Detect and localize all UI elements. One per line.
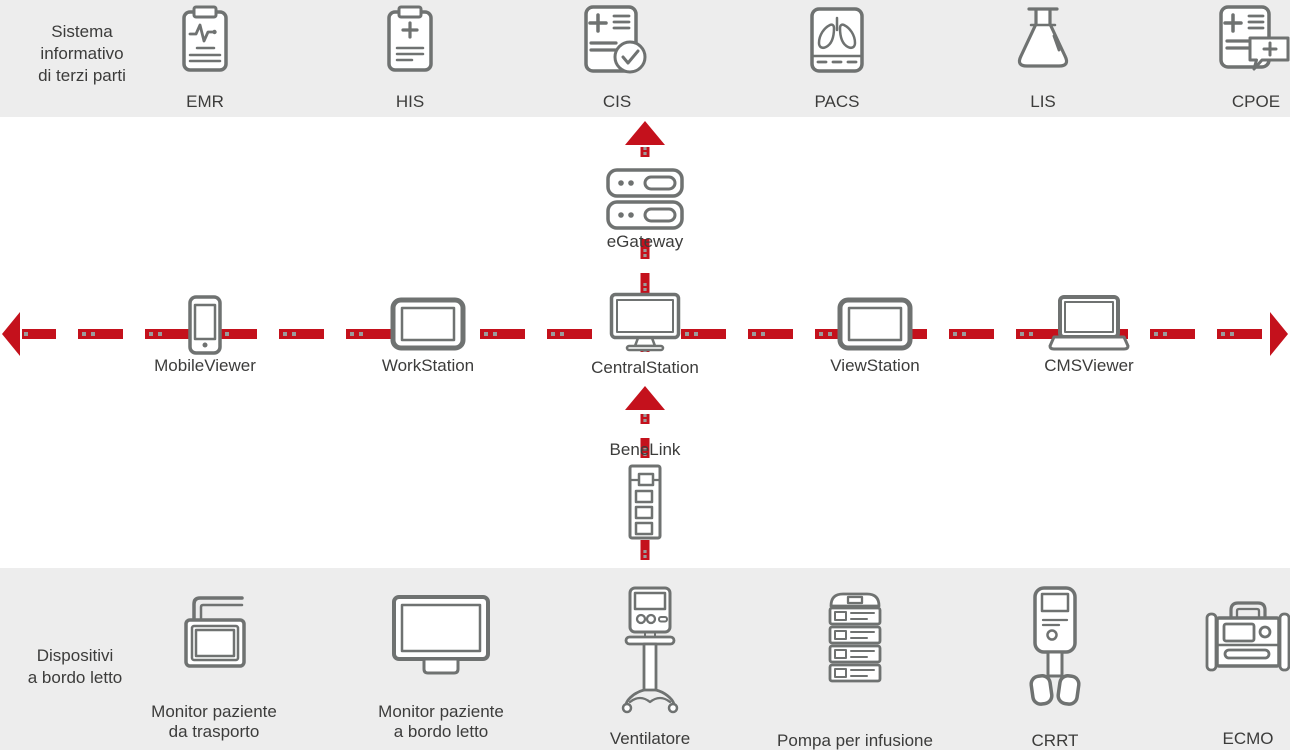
benelink-module-icon <box>628 464 662 540</box>
gateway-label: eGateway <box>606 232 684 251</box>
system-label: CIS <box>602 92 632 111</box>
bedside-device-label: Monitor paziente da trasporto <box>151 702 277 741</box>
system-label: EMR <box>186 92 224 111</box>
device-viewstation: ViewStation <box>795 296 955 376</box>
third-party-systems-title: Sistema informativo di terzi parti <box>38 22 126 85</box>
bedside-device-label: Pompa per infusione <box>777 731 933 750</box>
bedside-ventilator: Ventilatore <box>540 568 760 750</box>
bedside-monitor-icon <box>392 595 490 675</box>
device-workstation: WorkStation <box>348 296 508 376</box>
bedside-device-label: ECMO <box>1222 729 1274 748</box>
bedside-monitor: Monitor paziente a bordo letto <box>331 568 551 750</box>
device-mobileviewer: MobileViewer <box>125 294 285 376</box>
transport-monitor-icon <box>184 596 246 668</box>
bedside-ecmo: ECMO <box>1138 568 1290 750</box>
device-label: CMSViewer <box>1044 356 1134 375</box>
system-pacs: PACS <box>757 0 917 750</box>
system-his: HIS <box>330 0 490 750</box>
uplink-arrow-icon <box>625 121 665 145</box>
bedside-transport-monitor: Monitor paziente da trasporto <box>104 568 324 750</box>
benelink-label: BeneLink <box>609 440 681 459</box>
desktop-monitor-icon <box>609 292 681 352</box>
system-emr: EMR <box>125 0 285 750</box>
system-cis: CIS <box>537 0 697 750</box>
device-label: MobileViewer <box>154 356 256 375</box>
device-label: WorkStation <box>381 356 475 375</box>
bedside-crrt: CRRT <box>945 568 1165 750</box>
bedside-device-label: Ventilatore <box>609 729 691 748</box>
device-label: ViewStation <box>830 356 920 375</box>
server-rack-icon <box>606 168 684 230</box>
document-message-icon <box>1219 5 1290 71</box>
smartphone-icon <box>188 295 222 355</box>
tablet-icon <box>837 297 913 351</box>
infusion-pump-icon <box>828 592 882 683</box>
bus-arrow-left-icon <box>2 312 20 356</box>
benelink-arrow-icon <box>625 386 665 410</box>
system-label: PACS <box>814 92 860 111</box>
device-label: CentralStation <box>591 358 699 377</box>
device-cmsviewer: CMSViewer <box>1009 294 1169 376</box>
bedside-devices-title: Dispositivi a bordo letto <box>27 646 123 687</box>
egateway-node: eGateway <box>565 168 725 252</box>
crrt-machine-icon <box>1029 586 1081 706</box>
tablet-icon <box>390 297 466 351</box>
ventilator-icon <box>621 586 679 714</box>
bedside-device-label: Monitor paziente a bordo letto <box>378 702 504 741</box>
system-cpoe: CPOE <box>1176 0 1290 750</box>
bedside-devices-row: Monitor paziente da trasporto Monitor pa… <box>0 568 1290 750</box>
laptop-icon <box>1048 295 1130 351</box>
device-centralstation: CentralStation <box>565 292 725 378</box>
benelink-node: BeneLink <box>565 440 725 540</box>
lab-flask-icon <box>1017 7 1069 68</box>
document-check-icon <box>584 5 647 74</box>
system-label: HIS <box>395 92 425 111</box>
ecmo-machine-icon <box>1205 601 1290 672</box>
lungs-scan-icon <box>810 7 864 73</box>
system-lis: LIS <box>963 0 1123 750</box>
clipboard-plus-icon <box>387 5 433 72</box>
bedside-device-label: CRRT <box>1031 731 1079 750</box>
system-label: LIS <box>1030 92 1056 111</box>
system-label: CPOE <box>1231 92 1281 111</box>
clipboard-ecg-icon <box>182 5 228 72</box>
bedside-infusion-pump: Pompa per infusione <box>745 568 965 750</box>
bus-arrow-right-icon <box>1270 312 1288 356</box>
